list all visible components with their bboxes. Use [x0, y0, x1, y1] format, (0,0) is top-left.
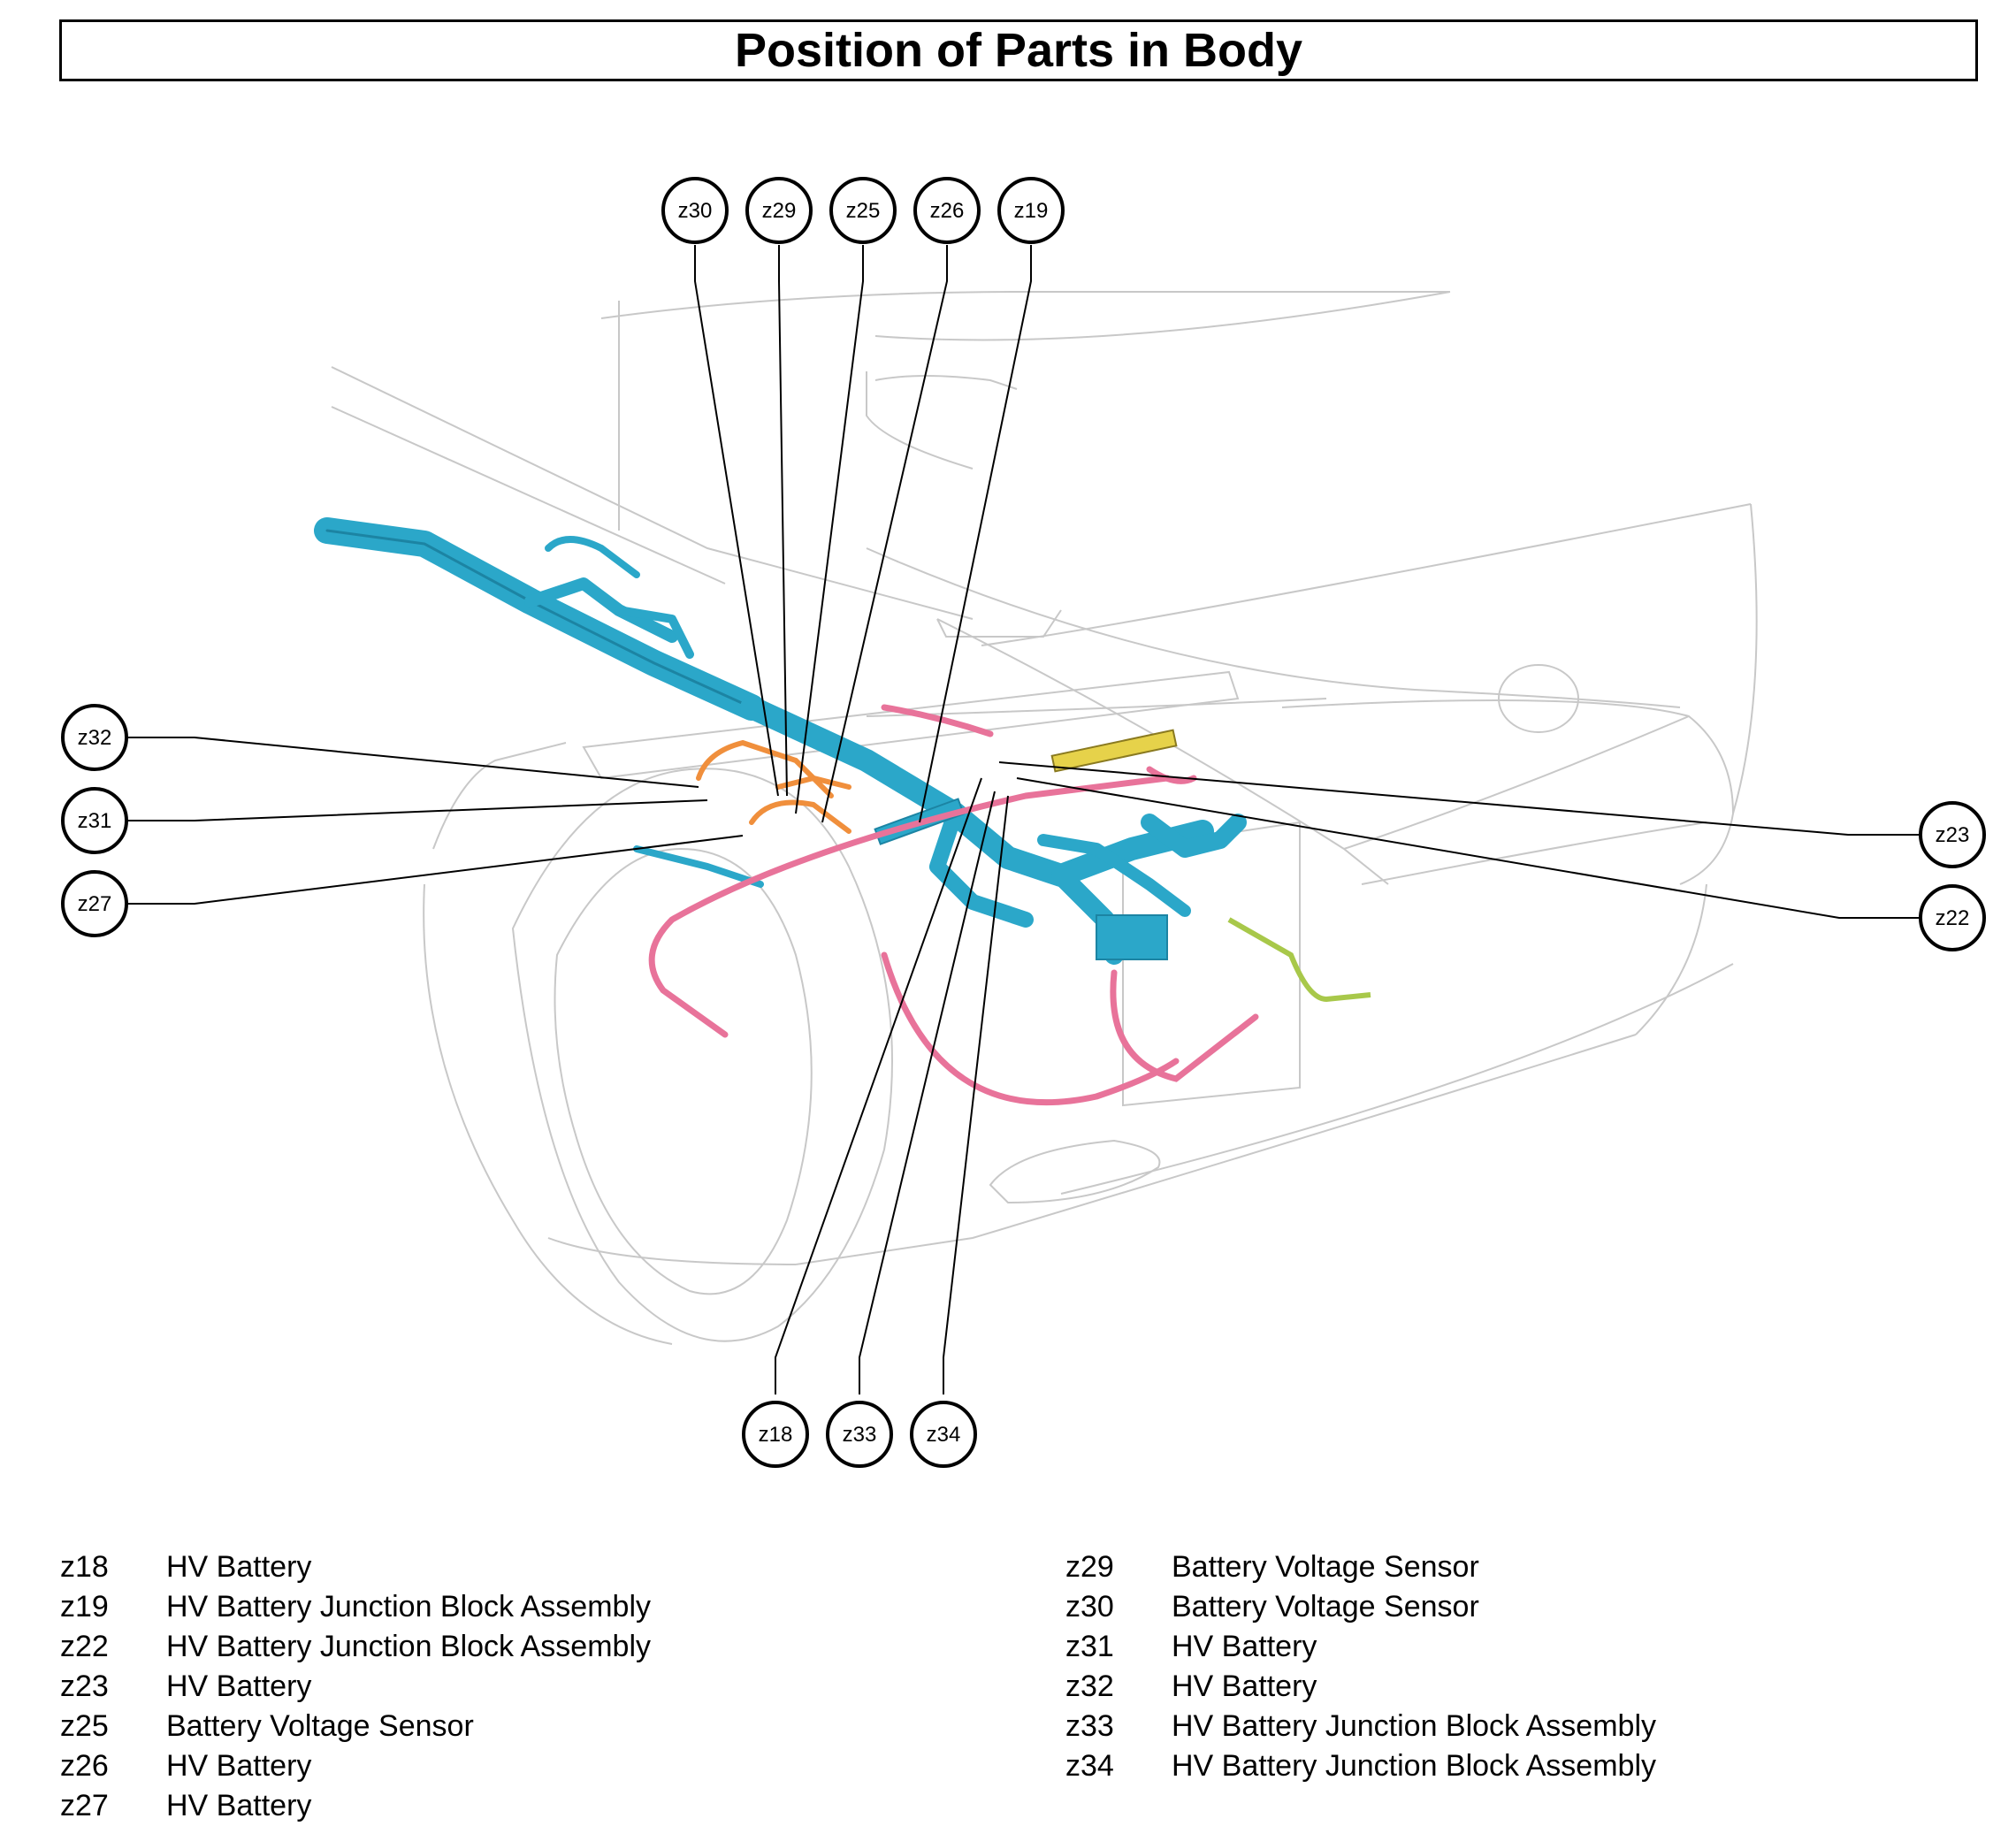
svg-text:z23: z23: [1936, 823, 1970, 847]
legend-item: z30 Battery Voltage Sensor: [1065, 1587, 1656, 1627]
leader-lines: [126, 245, 1921, 1394]
callout-z23: z23: [1919, 801, 1986, 868]
legend-item: z29 Battery Voltage Sensor: [1065, 1547, 1656, 1587]
callout-z18: z18: [742, 1401, 809, 1468]
callout-z31: z31: [61, 787, 128, 854]
svg-text:z34: z34: [927, 1423, 961, 1447]
legend-item: z31 HV Battery: [1065, 1627, 1656, 1667]
legend-part-name: HV Battery Junction Block Assembly: [166, 1590, 652, 1624]
pink-wire-harness: [648, 704, 1259, 1106]
callout-z33: z33: [826, 1401, 893, 1468]
legend-item: z25 Battery Voltage Sensor: [60, 1707, 651, 1746]
callout-z34: z34: [910, 1401, 977, 1468]
legend-code: z33: [1065, 1709, 1114, 1743]
yellow-junction-block: [1050, 729, 1178, 773]
svg-text:z25: z25: [846, 199, 881, 223]
page-title: Position of Parts in Body: [734, 24, 1303, 77]
svg-text:z26: z26: [930, 199, 965, 223]
svg-text:z32: z32: [78, 726, 112, 750]
legend-part-name: HV Battery: [166, 1789, 312, 1822]
legend-part-name: HV Battery: [1172, 1630, 1317, 1663]
callout-z25: z25: [829, 177, 897, 244]
svg-text:z31: z31: [78, 809, 112, 833]
svg-text:z33: z33: [843, 1423, 877, 1447]
callout-z19: z19: [997, 177, 1065, 244]
legend-code: z22: [60, 1630, 109, 1663]
legend-part-name: Battery Voltage Sensor: [1172, 1550, 1479, 1584]
legend-left-column: z18 HV Battery z19 HV Battery Junction Blo…: [60, 1547, 651, 1826]
legend-part-name: HV Battery Junction Block Assembly: [1172, 1709, 1657, 1743]
legend-code: z31: [1065, 1630, 1114, 1663]
legend-item: z18 HV Battery: [60, 1547, 651, 1587]
legend-part-name: HV Battery Junction Block Assembly: [166, 1630, 652, 1663]
legend-code: z26: [60, 1749, 109, 1783]
callout-z32: z32: [61, 704, 128, 771]
legend-code: z34: [1065, 1749, 1114, 1783]
legend-part-name: HV Battery: [166, 1749, 312, 1783]
legend-code: z18: [60, 1550, 109, 1584]
legend-item: z33 HV Battery Junction Block Assembly: [1065, 1707, 1656, 1746]
parts-legend: z18 HV Battery z19 HV Battery Junction Blo…: [0, 1547, 2016, 1822]
legend-code: z27: [60, 1789, 109, 1822]
legend-part-name: HV Battery Junction Block Assembly: [1172, 1749, 1657, 1783]
legend-code: z23: [60, 1669, 109, 1703]
legend-part-name: Battery Voltage Sensor: [166, 1709, 474, 1743]
legend-code: z19: [60, 1590, 109, 1624]
callout-z22: z22: [1919, 884, 1986, 951]
svg-text:z27: z27: [78, 892, 112, 916]
legend-item: z34 HV Battery Junction Block Assembly: [1065, 1746, 1656, 1786]
legend-item: z19 HV Battery Junction Block Assembly: [60, 1587, 651, 1627]
legend-part-name: HV Battery: [1172, 1669, 1317, 1703]
voltage-sensor-wire: [696, 739, 851, 834]
hv-cable-harness: [314, 517, 1247, 965]
legend-item: z23 HV Battery: [60, 1667, 651, 1707]
connector-block: [1096, 914, 1168, 960]
title-box: Position of Parts in Body: [59, 19, 1978, 81]
legend-item: z32 HV Battery: [1065, 1667, 1656, 1707]
callout-z26: z26: [913, 177, 981, 244]
legend-part-name: HV Battery: [166, 1550, 312, 1584]
legend-part-name: Battery Voltage Sensor: [1172, 1590, 1479, 1624]
callout-z30: z30: [661, 177, 729, 244]
vehicle-body-outline: [331, 290, 1758, 1345]
svg-text:z22: z22: [1936, 906, 1970, 930]
callout-z27: z27: [61, 870, 128, 937]
legend-part-name: HV Battery: [166, 1669, 312, 1703]
legend-code: z32: [1065, 1669, 1114, 1703]
ground-wire: [1227, 917, 1371, 1003]
svg-text:z19: z19: [1014, 199, 1049, 223]
svg-text:z18: z18: [759, 1423, 793, 1447]
legend-item: z22 HV Battery Junction Block Assembly: [60, 1627, 651, 1667]
svg-text:z30: z30: [678, 199, 713, 223]
legend-code: z29: [1065, 1550, 1114, 1584]
callout-z29: z29: [745, 177, 813, 244]
legend-code: z25: [60, 1709, 109, 1743]
svg-text:z29: z29: [762, 199, 797, 223]
legend-code: z30: [1065, 1590, 1114, 1624]
legend-item: z26 HV Battery: [60, 1746, 651, 1786]
legend-item: z27 HV Battery: [60, 1786, 651, 1826]
parts-location-diagram: z30 z29 z25 z26 z19 z32 z31 z27 z23 z22 …: [61, 177, 1986, 1468]
